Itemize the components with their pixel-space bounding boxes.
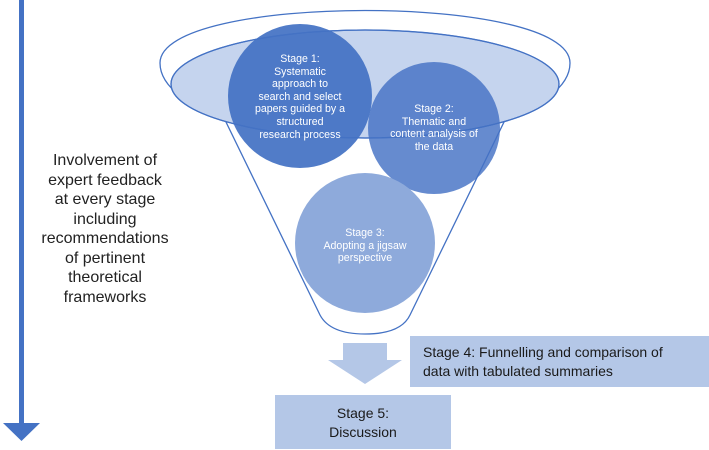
stage-1-line: papers guided by a <box>254 103 346 116</box>
stage-2-circle <box>368 62 500 194</box>
vertical-arrow-shaft <box>19 0 24 424</box>
stage-1-line: structured <box>276 115 324 128</box>
expert-feedback-note: Involvement of expert feedback at every … <box>36 151 174 307</box>
stage-5-box: Stage 5: Discussion <box>275 395 451 449</box>
stage-3-line: Adopting a jigsaw <box>323 239 407 252</box>
stage-3-line: perspective <box>337 252 393 265</box>
stage-1-line: Systematic <box>274 65 326 78</box>
stage-2-line: Stage 2: <box>414 103 454 115</box>
stage-4-line: Stage 4: Funnelling and comparison of <box>423 344 663 360</box>
stage-1-line: search and select <box>258 90 342 103</box>
stage-3-label: Stage 3: Adopting a jigsaw perspective <box>295 227 435 265</box>
funnel-top-ellipse-outline <box>170 29 560 139</box>
stage-2-line: the data <box>414 140 454 153</box>
stage-2-line: Thematic and <box>401 115 467 128</box>
stage-1-line: approach to <box>272 78 328 91</box>
side-note-line: theoretical <box>68 269 142 286</box>
down-block-arrow <box>328 343 402 384</box>
stage-3-circle <box>295 173 435 313</box>
stage-4-line: data with tabulated summaries <box>423 363 613 379</box>
stage-5-line: Discussion <box>329 424 397 440</box>
stage-1-line: research process <box>259 128 341 141</box>
stage-5-line: Stage 5: <box>336 405 390 421</box>
side-note-line: at every stage <box>54 191 156 208</box>
side-note-line: including <box>73 210 137 228</box>
side-note-line: frameworks <box>63 288 147 306</box>
vertical-arrow-head <box>3 423 40 441</box>
stage-1-line: Stage 1: <box>280 53 320 65</box>
side-note-line: Involvement of <box>52 152 158 169</box>
stage-1-circle <box>228 24 372 168</box>
stage-2-line: content analysis of <box>390 128 478 141</box>
side-note-line: expert feedback <box>48 171 162 189</box>
side-note-line: of pertinent <box>64 249 146 267</box>
stage-2-label: Stage 2: Thematic and content analysis o… <box>374 103 494 153</box>
stage-3-line: Stage 3: <box>345 227 385 239</box>
side-note-line: recommendations <box>41 230 169 247</box>
stage-1-label: Stage 1: Systematic approach to search a… <box>240 53 360 141</box>
stage-4-box: Stage 4: Funnelling and comparison of da… <box>410 336 709 387</box>
